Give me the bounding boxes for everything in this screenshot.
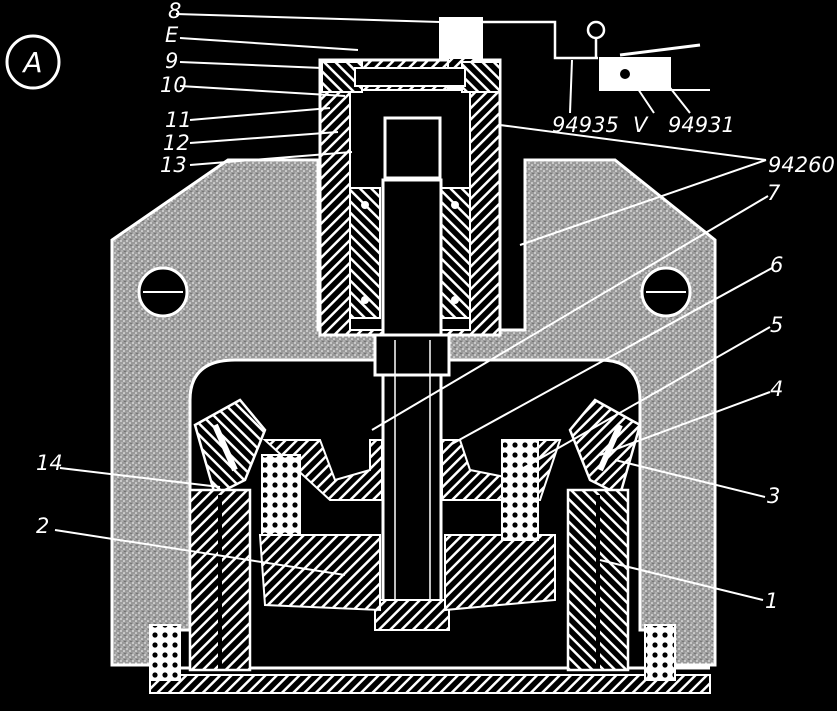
label-7: 7 [767,181,781,205]
label-9: 9 [165,49,178,73]
label-10: 10 [160,73,187,97]
valve-switch-box [599,43,710,91]
housing [110,158,717,667]
part-labels: 8 E 9 10 11 12 13 14 2 94935 V 94931 942… [36,0,835,613]
label-8: 8 [168,0,181,23]
label-e: E [165,23,179,47]
leader-lines [54,13,773,601]
label-94935: 94935 [552,113,619,137]
view-label-a: A [5,34,61,90]
label-12: 12 [163,131,190,155]
gauge-icon [586,20,606,40]
label-5: 5 [770,313,783,337]
view-label-text: A [21,46,42,79]
top-cap [321,61,501,93]
label-11: 11 [165,108,192,132]
label-2: 2 [36,514,49,538]
main-shaft [373,178,451,631]
seal-rings [149,439,676,681]
label-6: 6 [770,253,783,277]
label-1: 1 [765,589,778,613]
label-4: 4 [770,377,783,401]
label-3: 3 [767,484,780,508]
base-flange [149,666,711,694]
label-v: V [633,113,649,137]
label-94260: 94260 [768,153,835,177]
label-14: 14 [36,451,63,475]
label-94931: 94931 [668,113,735,137]
clamping-arms [193,398,642,497]
label-13: 13 [160,153,187,177]
side-columns [188,488,630,672]
